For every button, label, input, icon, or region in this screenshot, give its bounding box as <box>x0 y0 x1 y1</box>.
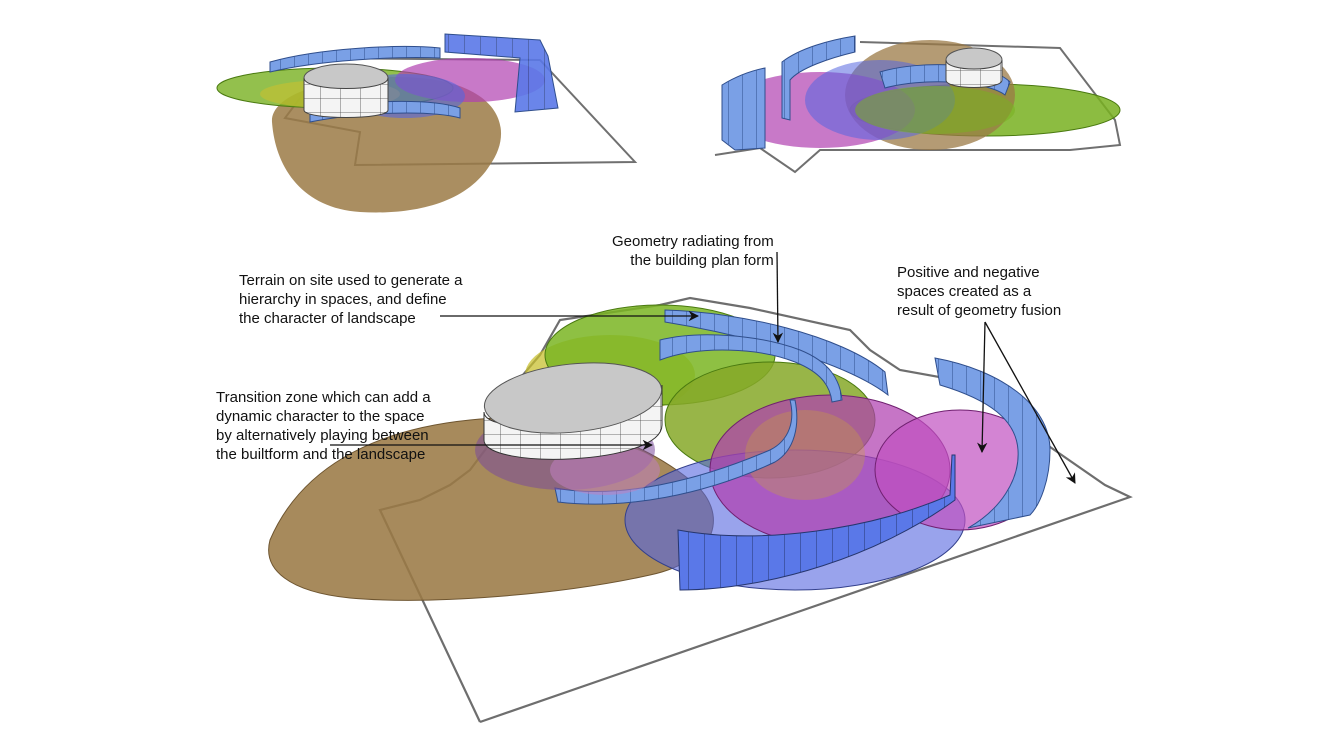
curved-wall <box>444 33 559 113</box>
annotation-geometry: Geometry radiating from the building pla… <box>612 233 774 269</box>
annotation-terrain: Terrain on site used to generate a hiera… <box>239 272 463 327</box>
positive-arrow-2 <box>984 321 1076 484</box>
building-facade <box>303 77 389 118</box>
annotation-arrows <box>330 251 1076 484</box>
terrain-surface <box>745 410 865 500</box>
curved-wall <box>677 454 956 591</box>
curved-wall <box>781 35 856 121</box>
positive-arrow-1 <box>977 321 988 454</box>
main-view <box>268 296 1133 724</box>
annotation-positive-negative: Positive and negative spaces created as … <box>897 264 1062 319</box>
annotation-transition: Transition zone which can add a dynamic … <box>216 389 431 463</box>
geometry-arrow <box>772 251 784 344</box>
curved-wall <box>659 334 843 403</box>
curved-wall <box>554 399 798 505</box>
green-plane <box>855 86 1015 134</box>
curved-wall <box>934 357 1051 529</box>
curved-wall <box>269 46 441 73</box>
building-facade <box>945 59 1003 88</box>
site-boundary <box>714 41 1122 174</box>
top-right-view <box>714 35 1122 174</box>
top-left-view <box>216 33 638 213</box>
building-top <box>483 362 663 434</box>
curved-wall <box>721 67 766 151</box>
